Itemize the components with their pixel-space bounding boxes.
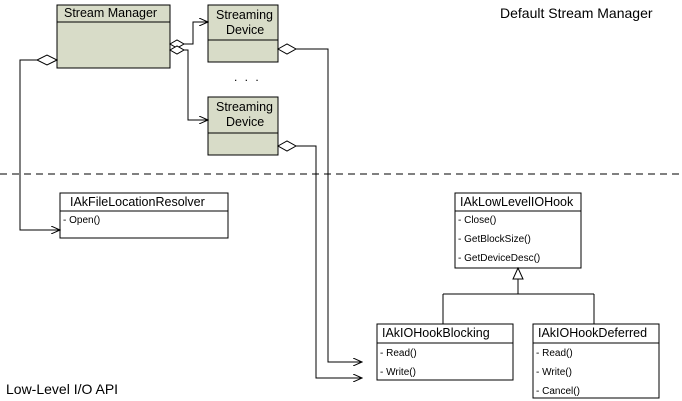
device-ellipsis: . . . [234, 70, 261, 84]
generalization-to-low-level-io-hook [442, 266, 595, 324]
class-streaming-device-1: Streaming Device [207, 4, 279, 63]
class-io-hook-blocking-op-read: - Read() [380, 348, 417, 359]
class-stream-manager-name: Stream Manager [64, 6, 157, 20]
region-label-default-stream-manager: Default Stream Manager [500, 5, 653, 21]
class-io-hook-deferred-name: IAkIOHookDeferred [538, 326, 647, 340]
association-line [184, 49, 208, 120]
class-file-location-resolver-op-open: - Open() [63, 215, 100, 226]
class-streaming-device-1-name-line-1: Streaming [216, 8, 273, 22]
region-label-low-level-io-api: Low-Level I/O API [6, 381, 118, 397]
class-io-hook-deferred-box [532, 323, 660, 399]
class-low-level-io-hook-op-getblocksize: - GetBlockSize() [458, 234, 531, 245]
class-io-hook-blocking-name: IAkIOHookBlocking [382, 326, 490, 340]
aggregation-diamond [168, 45, 186, 55]
class-streaming-device-1-name-line-2: Device [226, 23, 264, 37]
association-line [296, 145, 362, 378]
aggregation-diamond [276, 43, 298, 55]
class-streaming-device-2-name-line-1: Streaming [216, 100, 273, 114]
class-stream-manager-box [56, 4, 171, 69]
aggregation-diamond [276, 140, 298, 152]
class-stream-manager: Stream Manager [56, 4, 171, 69]
class-io-hook-deferred-op-read: - Read() [536, 348, 573, 359]
class-low-level-io-hook-op-close: - Close() [458, 215, 496, 226]
aggregation-diamond [35, 54, 59, 66]
aggregation-manager-to-device-2 [168, 45, 208, 120]
aggregation-manager-to-device-1 [168, 22, 208, 49]
association-line [19, 59, 60, 230]
class-streaming-device-2-name-line-2: Device [226, 115, 264, 129]
association-line [296, 48, 362, 362]
class-io-hook-deferred-op-cancel: - Cancel() [536, 386, 580, 397]
class-low-level-io-hook-box [454, 192, 582, 269]
class-io-hook-deferred: IAkIOHookDeferred - Read() - Write() - C… [532, 323, 660, 399]
class-low-level-io-hook-name: IAkLowLevelIOHook [460, 195, 574, 209]
class-file-location-resolver-name: IAkFileLocationResolver [70, 195, 205, 209]
class-streaming-device-2: Streaming Device [207, 96, 279, 156]
aggregation-device-1-to-blocking [276, 43, 362, 362]
association-line [184, 22, 208, 45]
class-io-hook-blocking-op-write: - Write() [380, 367, 416, 378]
class-low-level-io-hook-op-getdevicedesc: - GetDeviceDesc() [458, 253, 540, 264]
class-low-level-io-hook: IAkLowLevelIOHook - Close() - GetBlockSi… [454, 192, 582, 269]
aggregation-manager-to-resolver [19, 54, 60, 230]
class-file-location-resolver-box [59, 192, 229, 239]
class-io-hook-deferred-op-write: - Write() [536, 367, 572, 378]
class-io-hook-blocking-box [376, 323, 514, 381]
generalization-triangle [512, 266, 524, 280]
aggregation-device-2-to-blocking [276, 140, 362, 378]
class-io-hook-blocking: IAkIOHookBlocking - Read() - Write() [376, 323, 514, 381]
class-streaming-device-2-box [207, 96, 279, 156]
class-streaming-device-1-box [207, 4, 279, 63]
class-file-location-resolver: IAkFileLocationResolver - Open() [59, 192, 229, 239]
